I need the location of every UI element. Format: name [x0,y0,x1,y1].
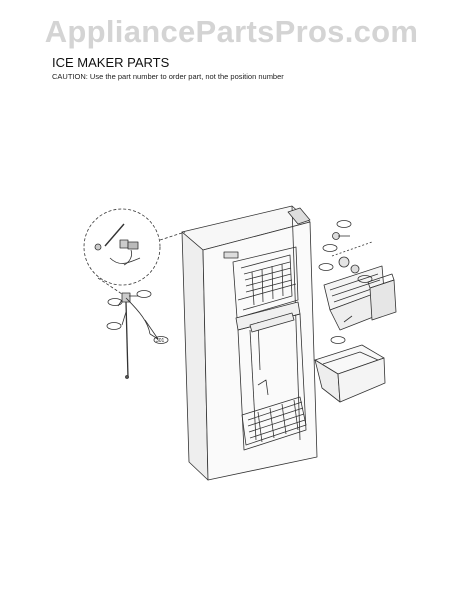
page-title: ICE MAKER PARTS [52,55,170,70]
refrigerator-cabinet [181,205,318,481]
detail-circle [83,208,186,299]
watermark-logo: AppliancePartsPros.com [44,14,419,49]
fresh-food-compartment [237,312,307,451]
callout-markers [106,220,373,344]
caution-note: CAUTION: Use the part number to order pa… [52,72,284,81]
water-valve-assembly [117,292,159,379]
ice-maker-parts [314,232,397,403]
callout-label: 301 [156,338,165,344]
freezer-compartment [232,246,299,319]
